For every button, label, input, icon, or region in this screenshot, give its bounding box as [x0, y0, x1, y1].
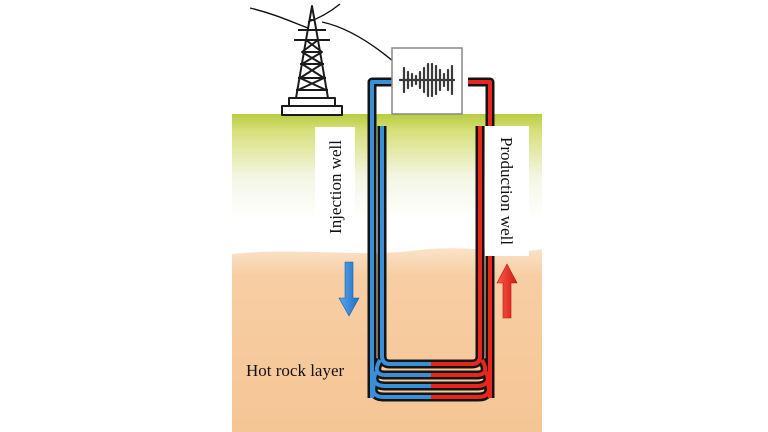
injection-pipe — [370, 80, 431, 399]
rock-layer — [232, 248, 542, 432]
injection-label-box — [315, 127, 355, 245]
hot-rock-layer-label: Hot rock layer — [246, 361, 345, 380]
power-lines — [249, 3, 395, 63]
arrow-down-icon — [338, 261, 360, 317]
arrow-up-icon — [496, 263, 518, 319]
injection-well-label: Injection well — [326, 140, 345, 234]
turbine-icon — [391, 47, 463, 115]
production-label-box — [485, 126, 529, 256]
production-pipe — [431, 80, 492, 399]
transmission-tower-icon — [281, 5, 343, 116]
production-well-label: Production well — [497, 137, 516, 245]
